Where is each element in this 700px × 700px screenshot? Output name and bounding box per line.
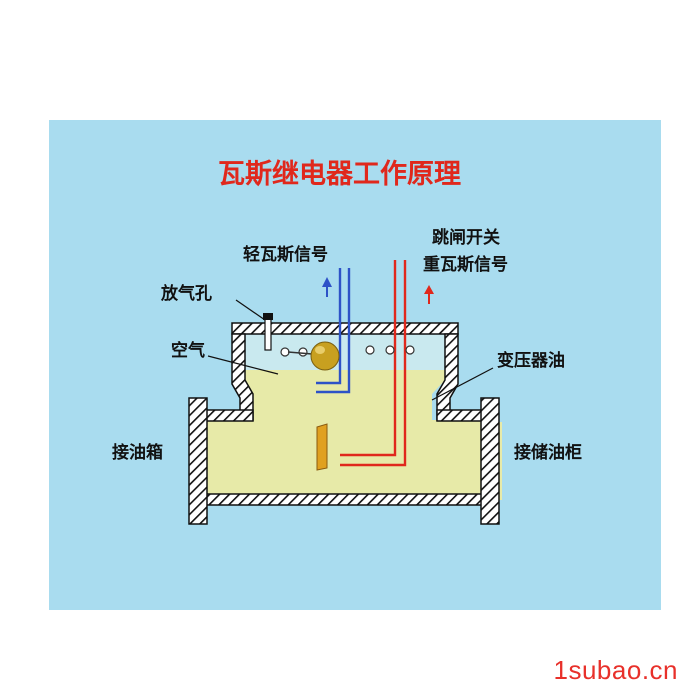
label-vent-hole: 放气孔 [160, 283, 212, 304]
label-to-oil-tank: 接油箱 [112, 442, 163, 463]
diagram-title: 瓦斯继电器工作原理 [218, 158, 461, 190]
light-gas-arrow [322, 277, 332, 297]
leader-lines [207, 299, 494, 401]
heavy-gas-wires [340, 260, 407, 467]
upper-float [310, 341, 340, 371]
upper-contacts [280, 345, 415, 357]
float-arm [287, 351, 313, 355]
baffle-plate [316, 423, 328, 471]
light-gas-wires [316, 268, 351, 394]
vent-hole-cap [263, 313, 273, 320]
air-pocket [245, 332, 445, 370]
oil-chamber-body [197, 420, 495, 502]
watermark: 1subao.cn [553, 655, 678, 685]
label-transformer-oil: 变压器油 [497, 350, 565, 371]
vent-hole-stem [264, 317, 272, 351]
label-heavy-gas-signal: 重瓦斯信号 [423, 254, 508, 275]
label-trip-switch: 跳闸开关 [432, 227, 500, 248]
oil-chamber-upper [245, 370, 445, 420]
heavy-gas-arrow [424, 285, 434, 304]
upper-float-highlight [315, 346, 325, 354]
relay-housing-walls [188, 322, 500, 525]
label-to-conservator: 接储油柜 [514, 442, 582, 463]
label-light-gas-signal: 轻瓦斯信号 [243, 244, 328, 265]
label-air: 空气 [171, 340, 205, 361]
